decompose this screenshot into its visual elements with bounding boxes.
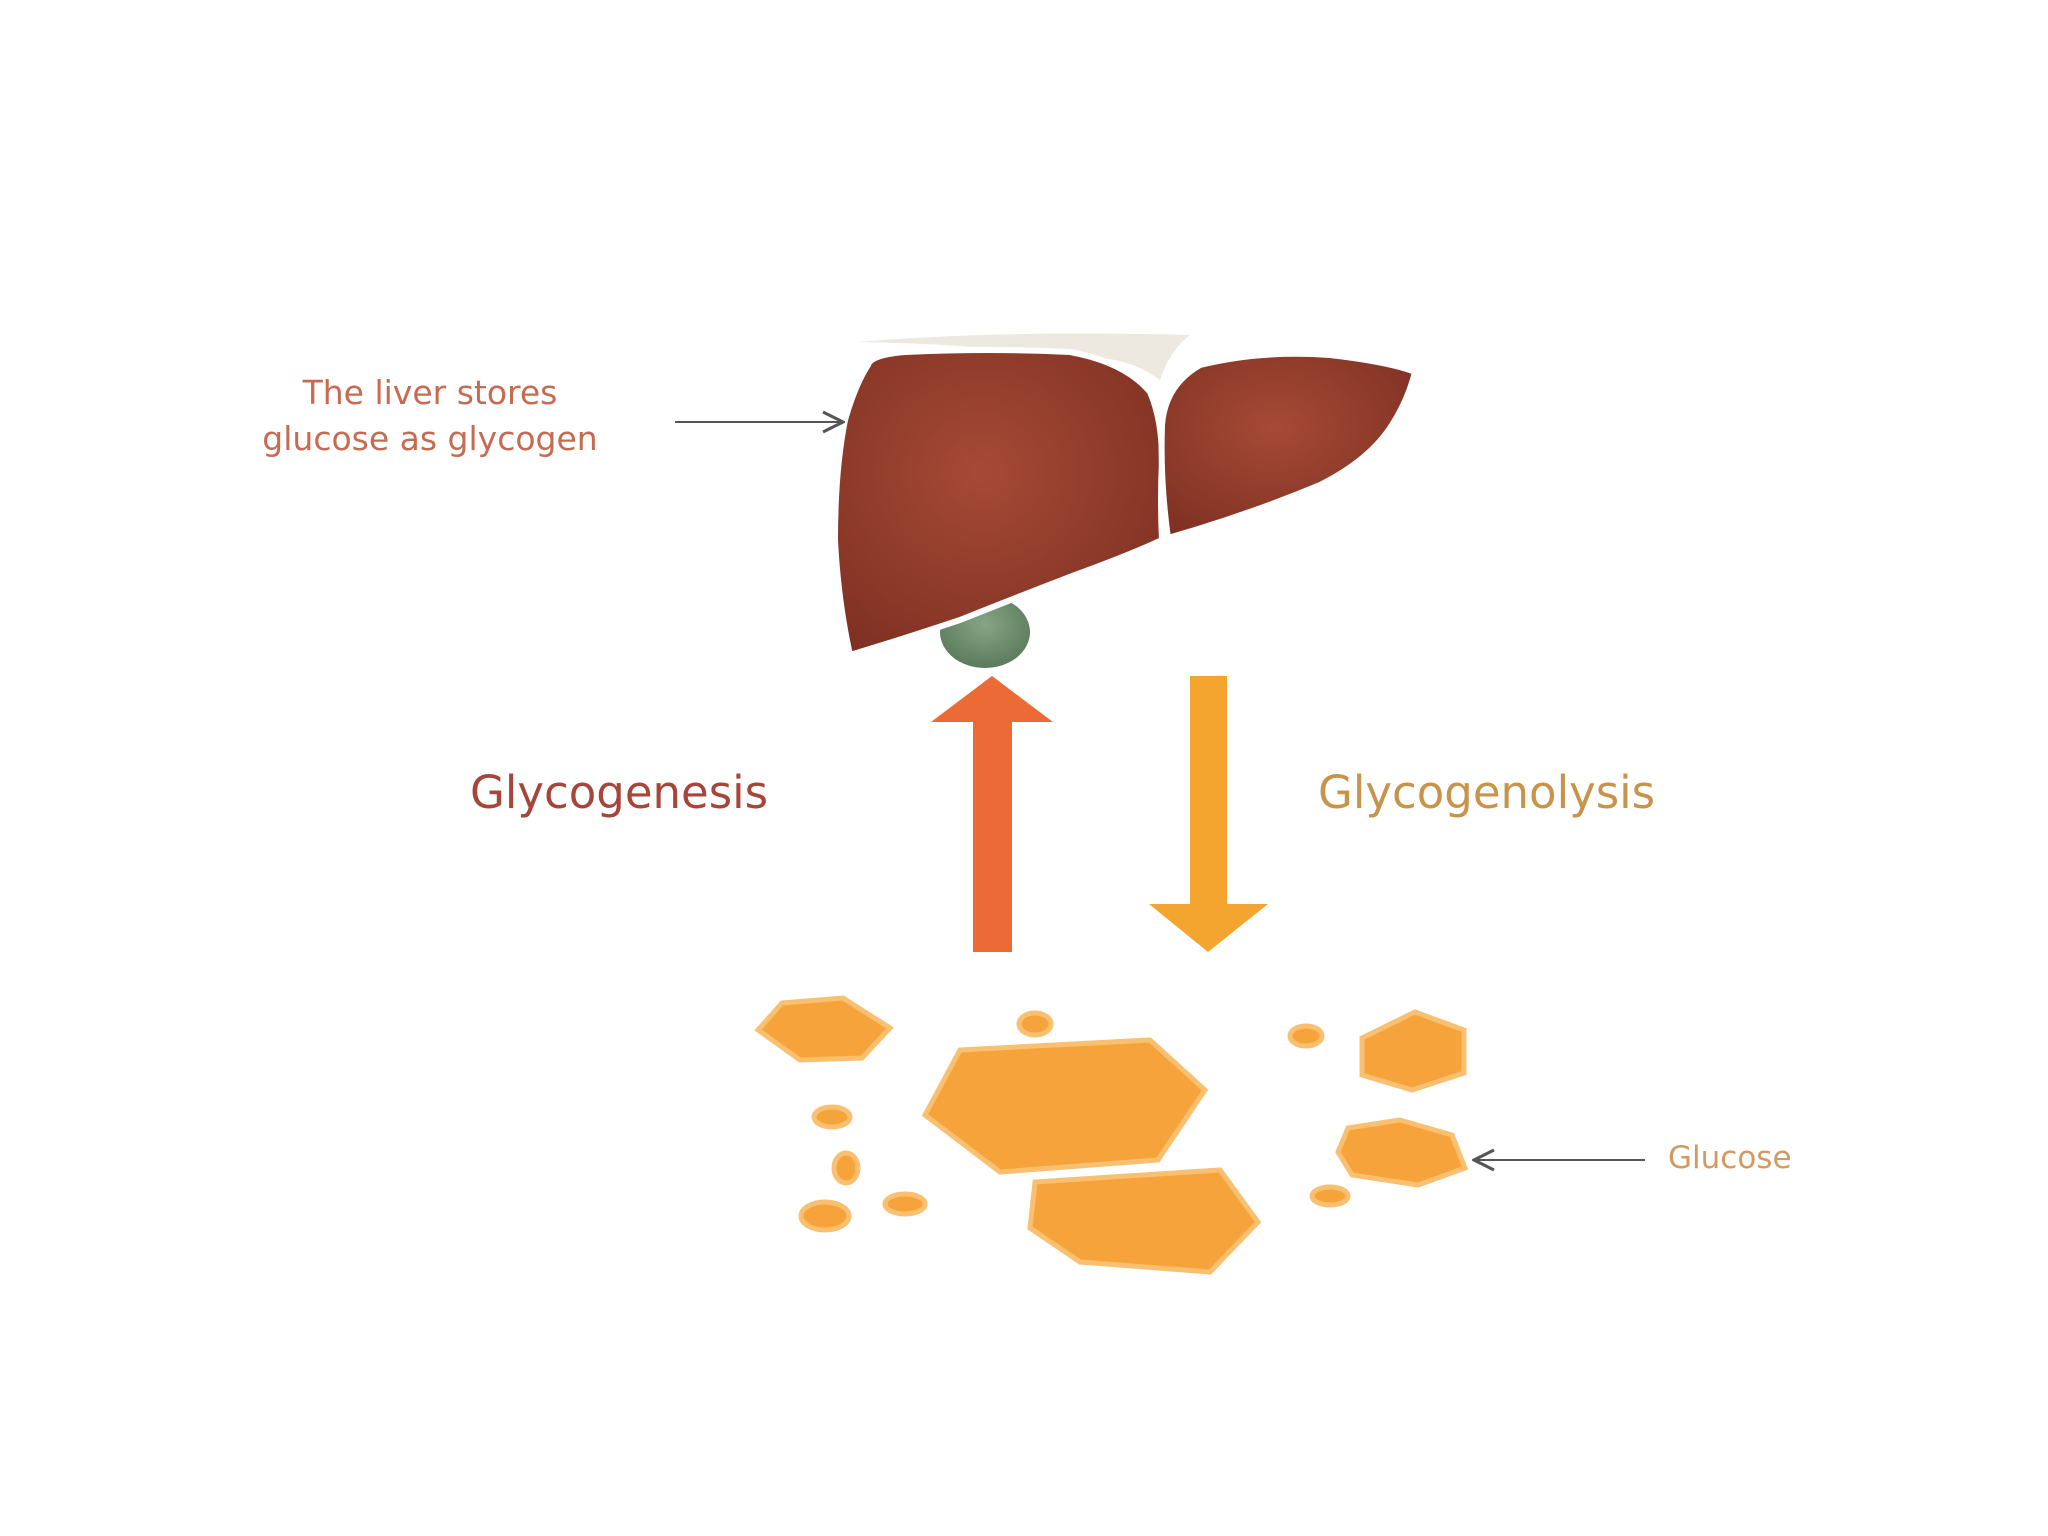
glucose-small bbox=[1016, 1010, 1054, 1038]
liver-illustration bbox=[831, 333, 1419, 668]
glucose-small bbox=[798, 1199, 852, 1233]
liver-label-line1: The liver stores bbox=[302, 373, 558, 412]
glycogenesis-label: Glycogenesis bbox=[470, 766, 769, 819]
glucose-small bbox=[831, 1150, 861, 1186]
glucose-large-hex bbox=[921, 1037, 1209, 1175]
glucose-bottom-hex bbox=[1027, 1167, 1262, 1275]
glucose-small bbox=[882, 1191, 928, 1217]
glucose-small bbox=[811, 1104, 853, 1130]
glucose-small bbox=[1287, 1023, 1325, 1049]
glucose-label: Glucose bbox=[1668, 1140, 1792, 1176]
liver-right-lobe bbox=[1158, 350, 1419, 542]
glycogenesis-arrow-up bbox=[931, 676, 1053, 952]
liver-left-lobe bbox=[831, 347, 1166, 659]
glucose-top-left-hex bbox=[754, 995, 894, 1063]
glycogenolysis-arrow-down bbox=[1149, 676, 1268, 952]
glucose-right-hex bbox=[1335, 1117, 1469, 1188]
liver-ligament bbox=[858, 333, 1190, 380]
liver-label-line2: glucose as glycogen bbox=[262, 419, 598, 458]
glycogenolysis-label: Glycogenolysis bbox=[1318, 766, 1656, 819]
glucose-small bbox=[1309, 1184, 1351, 1208]
glucose-top-right-hex bbox=[1359, 1009, 1467, 1093]
glucose-molecules bbox=[754, 995, 1469, 1275]
liver-storage-label: The liver stores glucose as glycogen bbox=[190, 370, 670, 462]
